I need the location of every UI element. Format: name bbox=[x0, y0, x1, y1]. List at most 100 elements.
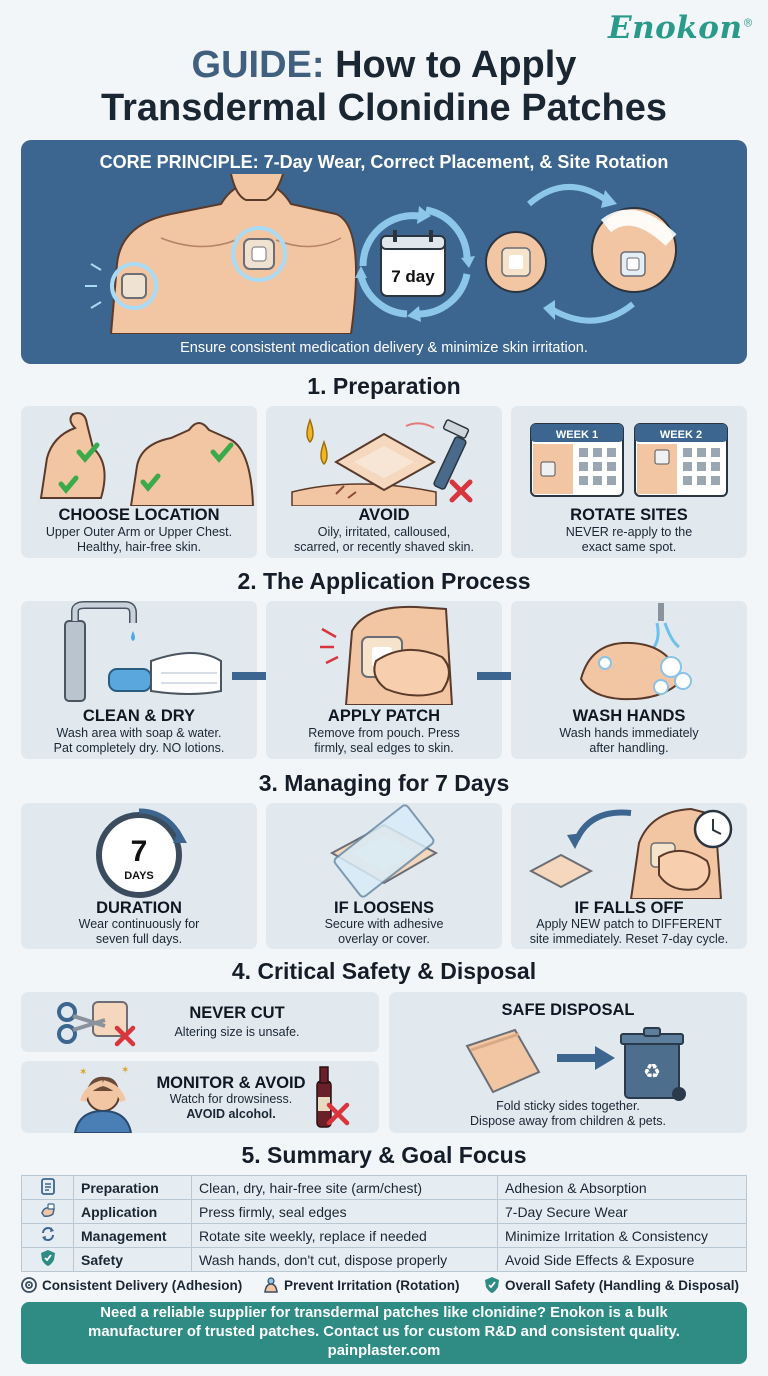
card-desc-line1: Fold sticky sides together. bbox=[496, 1099, 640, 1113]
card-if-loosens: IF LOOSENS Secure with adhesive overlay … bbox=[266, 803, 502, 949]
card-desc-line2: Pat completely dry. NO lotions. bbox=[53, 741, 225, 755]
calendar-label: 7 day bbox=[391, 267, 435, 286]
calendar-week2-icon: WEEK 2 bbox=[634, 423, 728, 497]
page-title-line1: GUIDE: How to Apply bbox=[191, 44, 577, 86]
card-title: IF FALLS OFF bbox=[574, 899, 684, 917]
card-title: NEVER CUT bbox=[189, 1004, 285, 1022]
location-illustration bbox=[39, 412, 255, 506]
core-principle-footer: Ensure consistent medication delivery & … bbox=[180, 340, 588, 356]
card-desc-line1: Watch for drowsiness. bbox=[169, 1092, 293, 1106]
overlay-illustration bbox=[329, 804, 439, 898]
summary-goal: Adhesion & Absorption bbox=[497, 1175, 747, 1200]
legend-overall-safety: Overall Safety (Handling & Disposal) bbox=[483, 1276, 739, 1294]
summary-label: Application bbox=[73, 1199, 192, 1224]
card-desc-line2: overlay or cover. bbox=[338, 932, 430, 946]
clock-number: 7 bbox=[131, 835, 148, 868]
card-choose-location: CHOOSE LOCATION Upper Outer Arm or Upper… bbox=[21, 406, 257, 558]
disposal-illustration: ♻ bbox=[465, 1027, 686, 1101]
card-desc-line2: firmly, seal edges to skin. bbox=[314, 741, 454, 755]
falls-off-illustration bbox=[528, 807, 733, 899]
rotate-icon bbox=[21, 1223, 74, 1248]
hand-icon bbox=[373, 648, 450, 697]
card-clean-dry: CLEAN & DRY Wash area with soap & water.… bbox=[21, 601, 257, 759]
brand-logo: Enokon® bbox=[607, 10, 754, 46]
monitor-illustration: ✶ ✶ bbox=[73, 1065, 350, 1133]
summary-what: Wash hands, don't cut, dispose properly bbox=[191, 1247, 498, 1272]
page-title-line2: Transdermal Clonidine Patches bbox=[101, 87, 667, 129]
section-title-summary: 5. Summary & Goal Focus bbox=[241, 1142, 527, 1168]
card-desc-line2: Healthy, hair-free skin. bbox=[76, 540, 202, 554]
wash-hands-illustration bbox=[579, 603, 692, 701]
card-desc: Altering size is unsafe. bbox=[174, 1025, 300, 1039]
cta-website-link[interactable]: painplaster.com bbox=[327, 1343, 441, 1359]
overlay-tape-icon bbox=[333, 804, 435, 898]
shield-icon bbox=[485, 1277, 499, 1293]
card-title: CHOOSE LOCATION bbox=[58, 506, 220, 524]
card-desc-line1: NEVER re-apply to the bbox=[565, 525, 693, 539]
card-desc-line1: Wash area with soap & water. bbox=[56, 726, 222, 740]
card-desc-line2: scarred, or recently shaved skin. bbox=[294, 540, 474, 554]
table-row: Management Rotate site weekly, replace i… bbox=[21, 1223, 747, 1248]
svg-text:✶: ✶ bbox=[121, 1065, 129, 1076]
scissors-illustration bbox=[57, 1001, 136, 1047]
card-avoid: AVOID Oily, irritated, calloused, scarre… bbox=[266, 406, 502, 558]
card-if-falls-off: IF FALLS OFF Apply NEW patch to DIFFEREN… bbox=[511, 803, 747, 949]
card-title: CLEAN & DRY bbox=[82, 707, 196, 725]
summary-label: Safety bbox=[73, 1247, 192, 1272]
card-desc-line1: Apply NEW patch to DIFFERENT bbox=[536, 917, 722, 931]
apply-patch-illustration bbox=[320, 605, 454, 705]
card-title: WASH HANDS bbox=[572, 707, 686, 725]
summary-what: Rotate site weekly, replace if needed bbox=[191, 1223, 498, 1248]
summary-goal: 7-Day Secure Wear bbox=[497, 1199, 747, 1224]
section-title-application: 2. The Application Process bbox=[237, 568, 531, 594]
card-wash-hands: WASH HANDS Wash hands immediately after … bbox=[511, 601, 747, 759]
clean-dry-illustration bbox=[64, 601, 222, 702]
card-title: MONITOR & AVOID bbox=[156, 1074, 306, 1092]
card-desc-line2: site immediately. Reset 7-day cycle. bbox=[529, 932, 729, 946]
arrow-right-icon bbox=[595, 1046, 615, 1070]
card-desc-line2: after handling. bbox=[589, 741, 669, 755]
summary-what: Press firmly, seal edges bbox=[191, 1199, 498, 1224]
scissors-icon bbox=[57, 1002, 77, 1022]
section-title-safety: 4. Critical Safety & Disposal bbox=[231, 958, 537, 984]
card-desc-line1: Secure with adhesive bbox=[324, 917, 444, 931]
cross-icon bbox=[449, 479, 473, 503]
shield-check-icon bbox=[21, 1247, 74, 1272]
card-desc-line1: Upper Outer Arm or Upper Chest. bbox=[45, 525, 233, 539]
card-title: APPLY PATCH bbox=[327, 707, 441, 725]
card-monitor-avoid: ✶ ✶ MONITOR & AVOID Watch for drowsiness… bbox=[21, 1061, 379, 1133]
card-safe-disposal: SAFE DISPOSAL ♻ Fold sticky sides togeth… bbox=[389, 992, 747, 1133]
section-title-preparation: 1. Preparation bbox=[307, 373, 461, 399]
skin-care-icon bbox=[264, 1277, 278, 1293]
razor-icon bbox=[433, 436, 467, 490]
core-illustration: 7 day bbox=[85, 174, 677, 334]
cta-banner: Need a reliable supplier for transdermal… bbox=[21, 1302, 747, 1364]
clock-word: DAYS bbox=[124, 870, 154, 882]
card-title: IF LOOSENS bbox=[334, 899, 434, 917]
recycle-icon: ♻ bbox=[643, 1059, 661, 1083]
summary-label: Management bbox=[73, 1223, 192, 1248]
card-title: AVOID bbox=[358, 506, 410, 524]
calendar-week1-icon: WEEK 1 bbox=[530, 423, 624, 497]
summary-what: Clean, dry, hair-free site (arm/chest) bbox=[191, 1175, 498, 1200]
week1-label: WEEK 1 bbox=[556, 429, 598, 441]
clipboard-icon bbox=[21, 1175, 74, 1200]
soap-icon bbox=[108, 668, 152, 692]
target-icon bbox=[21, 1277, 37, 1293]
rotate-sites-illustration: WEEK 1 WEEK 2 bbox=[530, 423, 728, 497]
card-apply-patch: APPLY PATCH Remove from pouch. Press fir… bbox=[266, 601, 502, 759]
summary-label: Preparation bbox=[73, 1175, 192, 1200]
summary-table: Preparation Clean, dry, hair-free site (… bbox=[21, 1175, 747, 1272]
core-principle-banner: CORE PRINCIPLE: 7-Day Wear, Correct Plac… bbox=[21, 140, 747, 364]
card-title: SAFE DISPOSAL bbox=[501, 1001, 635, 1019]
summary-goal: Avoid Side Effects & Exposure bbox=[497, 1247, 747, 1272]
card-desc-line1: Wear continuously for bbox=[78, 917, 200, 931]
oil-drop-icon bbox=[306, 417, 314, 444]
svg-text:✶: ✶ bbox=[79, 1067, 87, 1078]
card-desc-line2: seven full days. bbox=[95, 932, 183, 946]
table-row: Safety Wash hands, don't cut, dispose pr… bbox=[21, 1247, 747, 1272]
week2-label: WEEK 2 bbox=[660, 429, 702, 441]
card-rotate-sites: WEEK 1 WEEK 2 ROTATE SITES NEVER re-appl… bbox=[511, 406, 747, 558]
cta-line1: Need a reliable supplier for transdermal… bbox=[100, 1305, 668, 1321]
card-title: DURATION bbox=[96, 899, 182, 917]
